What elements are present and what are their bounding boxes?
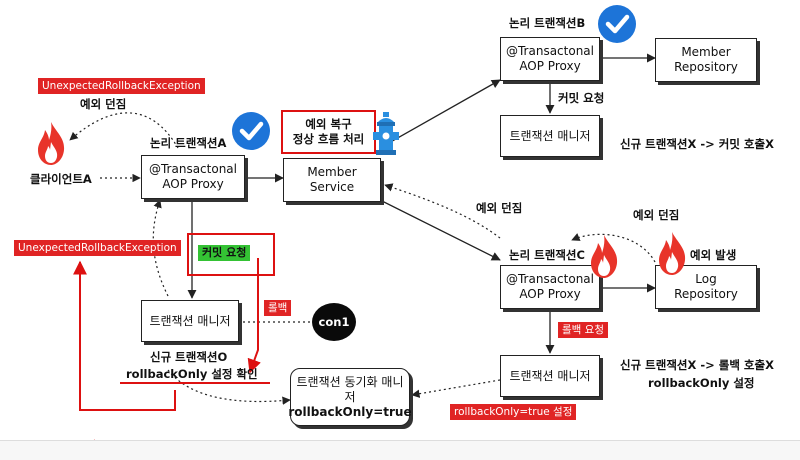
logical-tx-a-label: 논리 트랜잭션A (150, 136, 227, 150)
bottom-strip (0, 440, 800, 460)
flame-icon (38, 122, 65, 165)
member-service-line1: Member (307, 165, 357, 179)
transaction-manager-a: 트랜잭션 매니저 (141, 300, 239, 342)
new-tx-x-commit: 신규 트랜잭션X -> 커밋 호출X (620, 137, 774, 151)
con1-label: con1 (318, 315, 350, 329)
exception-recovery-box: 예외 복구 정상 흐름 처리 (281, 110, 376, 154)
rollback-request-tag: 롤백 요청 (558, 322, 608, 338)
throw-exception-mid: 예외 던짐 (476, 201, 523, 215)
flame-icon (659, 232, 686, 275)
recover-line1: 예외 복구 (305, 117, 352, 131)
exception-occurs: 예외 발생 (690, 248, 737, 262)
logical-tx-c-label: 논리 트랜잭션C (509, 248, 585, 262)
new-tx-o: 신규 트랜잭션O (150, 350, 228, 364)
proxy-a-line2: AOP Proxy (162, 177, 224, 191)
unexpected-rollback-top: UnexpectedRollbackException (38, 78, 205, 94)
proxy-a-line1: @Transactonal (148, 162, 237, 176)
commit-request-frame (187, 233, 275, 276)
proxy-b-line1: @Transactonal (505, 44, 594, 58)
tm-c-label: 트랜잭션 매니저 (509, 368, 591, 383)
aop-proxy-a: @Transactonal AOP Proxy (141, 155, 245, 199)
rollback-tag: 롤백 (264, 300, 292, 316)
new-tx-x-rollback: 신규 트랜잭션X -> 롤백 호출X (620, 358, 774, 372)
transaction-sync-manager: 트랜잭션 동기화 매니저 rollbackOnly=true (288, 368, 412, 426)
unexpected-rollback-left: UnexpectedRollbackException (14, 240, 181, 256)
tm-b-label: 트랜잭션 매니저 (509, 128, 591, 143)
flame-icon (591, 235, 618, 278)
log-repository-line2: Repository (674, 287, 738, 301)
member-repository-line1: Member (681, 45, 731, 59)
aop-proxy-c: @Transactonal AOP Proxy (500, 265, 600, 309)
check-icon (232, 112, 270, 150)
member-repository-box: Member Repository (655, 38, 757, 82)
sync-manager-line2: rollbackOnly=true (288, 404, 412, 419)
check-icon (598, 5, 636, 43)
throw-exception-log: 예외 던짐 (633, 208, 680, 222)
commit-request-b: 커밋 요청 (558, 91, 605, 105)
aop-proxy-b: @Transactonal AOP Proxy (500, 37, 600, 81)
client-label: 클라이언트A (30, 172, 92, 186)
transaction-manager-c: 트랜잭션 매니저 (500, 355, 600, 397)
connection-icon: con1 (312, 303, 356, 341)
commit-request-a: 커밋 요청 (198, 245, 251, 261)
rollback-only-true-tag: rollbackOnly=true 설정 (450, 404, 577, 420)
fire-hydrant-icon (373, 112, 399, 155)
rollback-only-check: rollbackOnly 설정 확인 (126, 367, 258, 381)
member-service-line2: Service (309, 180, 355, 194)
logical-tx-b-label: 논리 트랜잭션B (509, 16, 586, 30)
sync-manager-line1: 트랜잭션 동기화 매니저 (296, 374, 404, 404)
rollback-only-set: rollbackOnly 설정 (648, 376, 755, 390)
proxy-c-line2: AOP Proxy (519, 287, 581, 301)
recover-line2: 정상 흐름 처리 (292, 132, 365, 146)
log-repository-line1: Log (695, 272, 717, 286)
proxy-b-line2: AOP Proxy (519, 59, 581, 73)
proxy-c-line1: @Transactonal (505, 272, 594, 286)
exception-arrows (69, 112, 656, 405)
tm-a-label: 트랜잭션 매니저 (149, 313, 231, 328)
call-arrows (187, 53, 656, 354)
throw-exception-top: 예외 던짐 (80, 97, 127, 111)
member-repository-line2: Repository (674, 60, 738, 74)
transaction-manager-b: 트랜잭션 매니저 (500, 115, 600, 157)
member-service-box: Member Service (283, 158, 381, 202)
